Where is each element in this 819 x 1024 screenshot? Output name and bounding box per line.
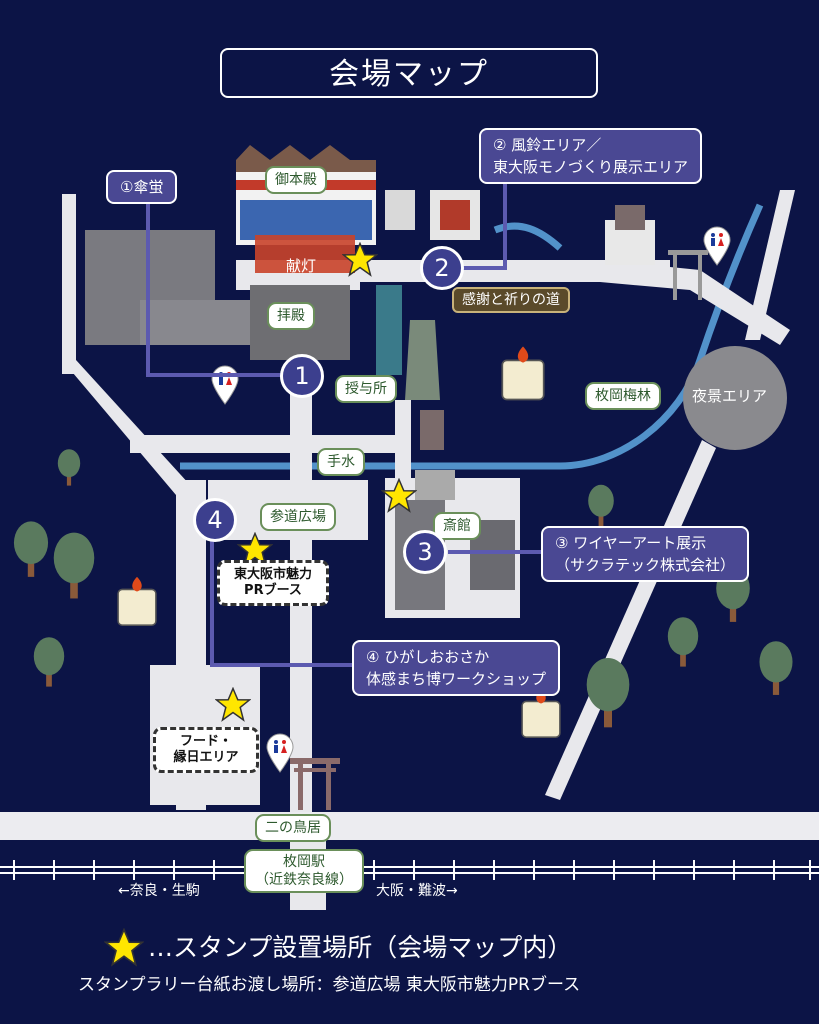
direction-right: 大阪・難波→ (376, 883, 458, 899)
shrine-buildings (85, 145, 655, 610)
label-hiraoka-bairin: 枚岡梅林 (585, 382, 661, 410)
lantern-icon (117, 575, 157, 627)
label-yakei-area: 夜景エリア (692, 387, 768, 405)
label-haiden: 拝殿 (267, 302, 315, 330)
callout-2-line1: ② 風鈴エリア／ (493, 136, 602, 154)
label-kento: 献灯 (286, 257, 317, 275)
pr-booth-line1: 東大阪市魅力 (233, 567, 312, 582)
label-sando-hiroba: 参道広場 (260, 503, 336, 531)
label-kansha-michi: 感謝と祈りの道 (452, 287, 570, 313)
label-temizu: 手水 (317, 448, 365, 476)
legend-star-text: …スタンプ設置場所（会場マップ内） (148, 933, 573, 962)
callout-1: ①傘蛍 (106, 170, 178, 204)
station-name: 枚岡駅 (283, 854, 325, 870)
callout-3-line1: ③ ワイヤーアート展示 (555, 534, 707, 552)
station-label: 枚岡駅 （近鉄奈良線） (244, 849, 364, 893)
tree-icon (33, 637, 65, 687)
railway (0, 866, 819, 874)
label-ninotorii: 二の鳥居 (255, 814, 331, 842)
label-gohonden: 御本殿 (265, 166, 327, 194)
lantern-icon (501, 345, 545, 401)
callout-4: ④ ひがしおおさか 体感まち博ワークショップ (352, 640, 561, 696)
marker-1: 1 (280, 354, 324, 398)
callout-lines (146, 180, 543, 667)
star-icon (104, 928, 144, 966)
marker-2: 2 (420, 246, 464, 290)
restroom-icon (211, 365, 239, 405)
callout-2-line2: 東大阪モノづくり展示エリア (493, 158, 689, 176)
callout-4-line2: 体感まち博ワークショップ (366, 670, 547, 688)
tree-icon (57, 449, 81, 486)
legend-note: スタンプラリー台紙お渡し場所：参道広場 東大阪市魅力PRブース (78, 975, 581, 995)
torii-icon (668, 250, 708, 300)
callout-3-line2: （サクラテック株式会社） (555, 556, 736, 574)
pr-booth-line2: PRブース (244, 583, 302, 598)
label-saikan: 斎館 (433, 512, 481, 540)
night-view-area (683, 346, 787, 450)
food-area-line1: フード・ (179, 734, 232, 749)
railway-ties (13, 860, 811, 880)
restroom-icon (703, 226, 731, 266)
page-title: 会場マップ (220, 48, 598, 98)
restroom-icon (266, 733, 294, 773)
tree-icon (13, 521, 49, 577)
marker-3: 3 (403, 530, 447, 574)
callout-3: ③ ワイヤーアート展示 （サクラテック株式会社） (541, 526, 750, 582)
food-area: フード・ 縁日エリア (153, 727, 259, 773)
station-line: （近鉄奈良線） (255, 872, 353, 888)
marker-4: 4 (193, 498, 237, 542)
callout-2: ② 風鈴エリア／ 東大阪モノづくり展示エリア (479, 128, 703, 184)
label-juyosho: 授与所 (335, 375, 397, 403)
tree-icon (588, 484, 614, 527)
main-road (0, 812, 819, 840)
tree-icon (53, 532, 95, 599)
direction-left: ←奈良・生駒 (118, 883, 200, 899)
pr-booth: 東大阪市魅力 PRブース (217, 560, 329, 606)
callout-4-line1: ④ ひがしおおさか (366, 648, 490, 666)
food-area-line2: 縁日エリア (173, 750, 239, 765)
torii-icon (290, 758, 340, 810)
tree-icon (667, 617, 699, 667)
lantern-icon (521, 687, 561, 739)
tree-icon (759, 641, 793, 695)
